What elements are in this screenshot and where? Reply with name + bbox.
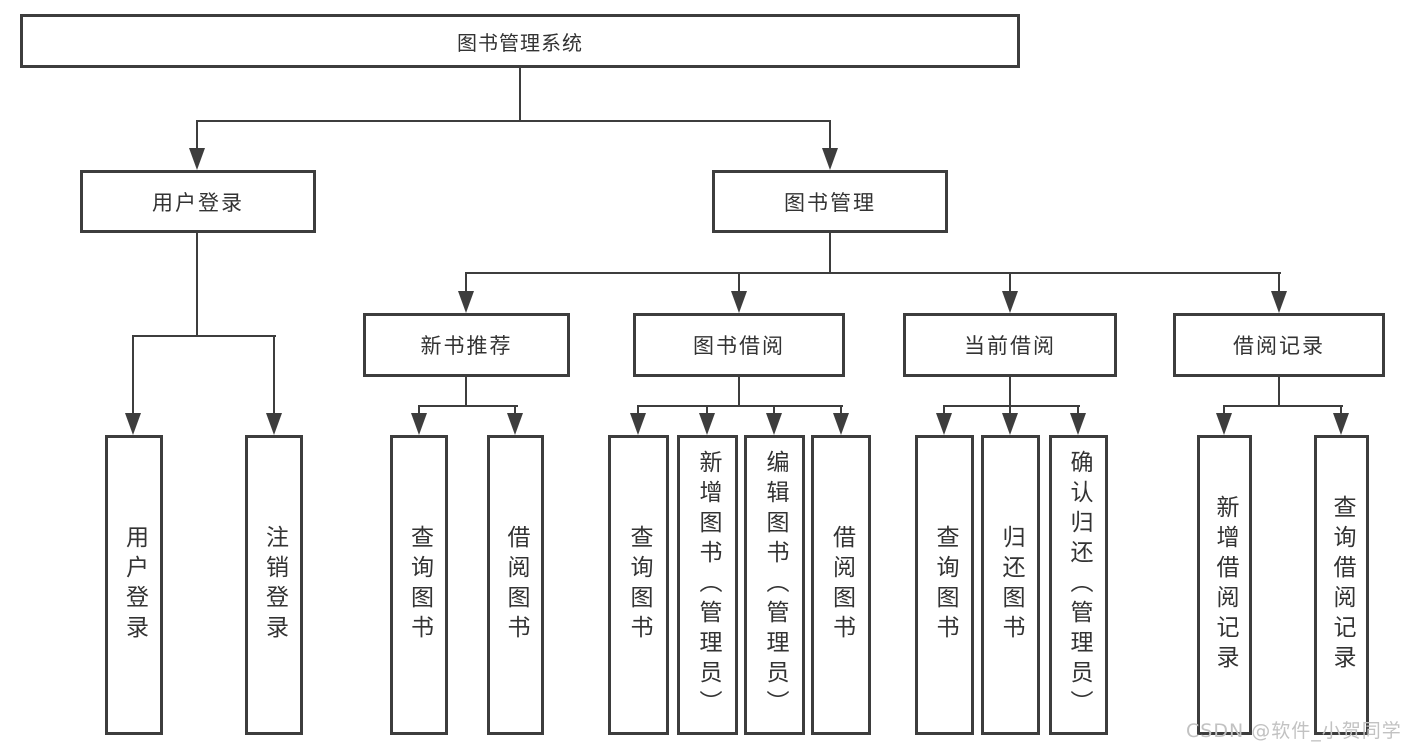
node-borrow-books: 借阅图书	[811, 435, 871, 735]
connector-line	[466, 272, 1281, 274]
connector-line	[829, 120, 831, 150]
node-label: 用户登录	[121, 525, 148, 645]
node-book-borrowing: 图书借阅	[633, 313, 845, 377]
connector-line	[1223, 405, 1225, 415]
connector-line	[773, 405, 775, 415]
node-user-login: 用户登录	[80, 170, 316, 233]
arrow-down-icon	[1002, 413, 1018, 435]
connector-line	[465, 272, 467, 293]
csdn-watermark: CSDN @软件_小贺同学	[1186, 720, 1402, 742]
connector-line	[1009, 272, 1011, 293]
node-label: 新增图书（管理员）	[695, 450, 721, 720]
connector-line	[196, 120, 198, 150]
node-new-book-recommendation: 新书推荐	[363, 313, 570, 377]
arrow-down-icon	[833, 413, 849, 435]
connector-line	[465, 377, 467, 406]
node-label: 借阅图书	[828, 525, 855, 645]
connector-line	[418, 405, 518, 407]
node-label: 查询图书	[406, 525, 433, 645]
node-label: 注销登录	[261, 525, 288, 645]
node-query-books-recommend: 查询图书	[390, 435, 448, 735]
connector-line	[273, 335, 275, 415]
connector-line	[637, 405, 639, 415]
arrow-down-icon	[1002, 291, 1018, 313]
connector-line	[738, 377, 740, 406]
node-book-management: 图书管理	[712, 170, 948, 233]
arrow-down-icon	[125, 413, 141, 435]
node-add-book-admin: 新增图书（管理员）	[677, 435, 738, 735]
node-label: 借阅图书	[503, 525, 529, 645]
node-confirm-return-admin: 确认归还（管理员）	[1049, 435, 1108, 735]
node-user-login-leaf: 用户登录	[105, 435, 163, 735]
connector-line	[519, 68, 521, 121]
connector-line	[1223, 405, 1343, 407]
node-label: 查询图书	[626, 525, 652, 645]
node-label: 归还图书	[998, 525, 1024, 645]
connector-line	[418, 405, 420, 415]
node-current-borrowing: 当前借阅	[903, 313, 1117, 377]
arrow-down-icon	[1070, 413, 1086, 435]
node-logout: 注销登录	[245, 435, 303, 735]
arrow-down-icon	[189, 148, 205, 170]
arrow-down-icon	[699, 413, 715, 435]
node-label: 借阅记录	[1233, 334, 1325, 358]
arrow-down-icon	[822, 148, 838, 170]
arrow-down-icon	[936, 413, 952, 435]
connector-line	[1278, 272, 1280, 293]
arrow-down-icon	[731, 291, 747, 313]
arrow-down-icon	[630, 413, 646, 435]
node-return-book: 归还图书	[981, 435, 1040, 735]
node-label: 查询图书	[932, 525, 958, 645]
connector-line	[943, 405, 945, 415]
arrow-down-icon	[266, 413, 282, 435]
connector-line	[840, 405, 842, 415]
node-label: 编辑图书（管理员）	[762, 450, 788, 720]
connector-line	[1009, 377, 1011, 406]
arrow-down-icon	[1216, 413, 1232, 435]
node-label: 新书推荐	[420, 334, 513, 358]
node-query-books-borrowing: 查询图书	[608, 435, 669, 735]
arrow-down-icon	[411, 413, 427, 435]
arrow-down-icon	[1271, 291, 1287, 313]
node-query-books-current: 查询图书	[915, 435, 974, 735]
arrow-down-icon	[1333, 413, 1349, 435]
node-label: 新增借阅记录	[1212, 495, 1238, 675]
node-label: 图书借阅	[693, 334, 785, 358]
connector-line	[514, 405, 516, 415]
connector-line	[738, 272, 740, 293]
connector-line	[196, 233, 198, 336]
node-label: 确认归还（管理员）	[1066, 450, 1092, 720]
node-root-label: 图书管理系统	[457, 30, 583, 55]
connector-line	[132, 335, 134, 415]
arrow-down-icon	[766, 413, 782, 435]
connector-line	[1009, 405, 1011, 415]
node-root: 图书管理系统	[20, 14, 1020, 68]
connector-line	[637, 405, 843, 407]
node-borrowing-records: 借阅记录	[1173, 313, 1385, 377]
connector-line	[829, 233, 831, 274]
connector-line	[133, 335, 276, 337]
connector-line	[943, 405, 1080, 407]
node-label: 用户登录	[152, 190, 244, 215]
arrow-down-icon	[507, 413, 523, 435]
node-label: 当前借阅	[964, 334, 1056, 358]
connector-line	[1278, 377, 1280, 406]
arrow-down-icon	[458, 291, 474, 313]
node-borrow-books-recommend: 借阅图书	[487, 435, 544, 735]
connector-line	[706, 405, 708, 415]
node-add-borrow-record: 新增借阅记录	[1197, 435, 1252, 735]
node-label: 图书管理	[784, 190, 876, 215]
node-query-borrow-record: 查询借阅记录	[1314, 435, 1369, 735]
connector-line	[197, 120, 831, 122]
node-label: 查询借阅记录	[1329, 495, 1355, 675]
connector-line	[1077, 405, 1079, 415]
connector-line	[1340, 405, 1342, 415]
node-edit-book-admin: 编辑图书（管理员）	[744, 435, 805, 735]
